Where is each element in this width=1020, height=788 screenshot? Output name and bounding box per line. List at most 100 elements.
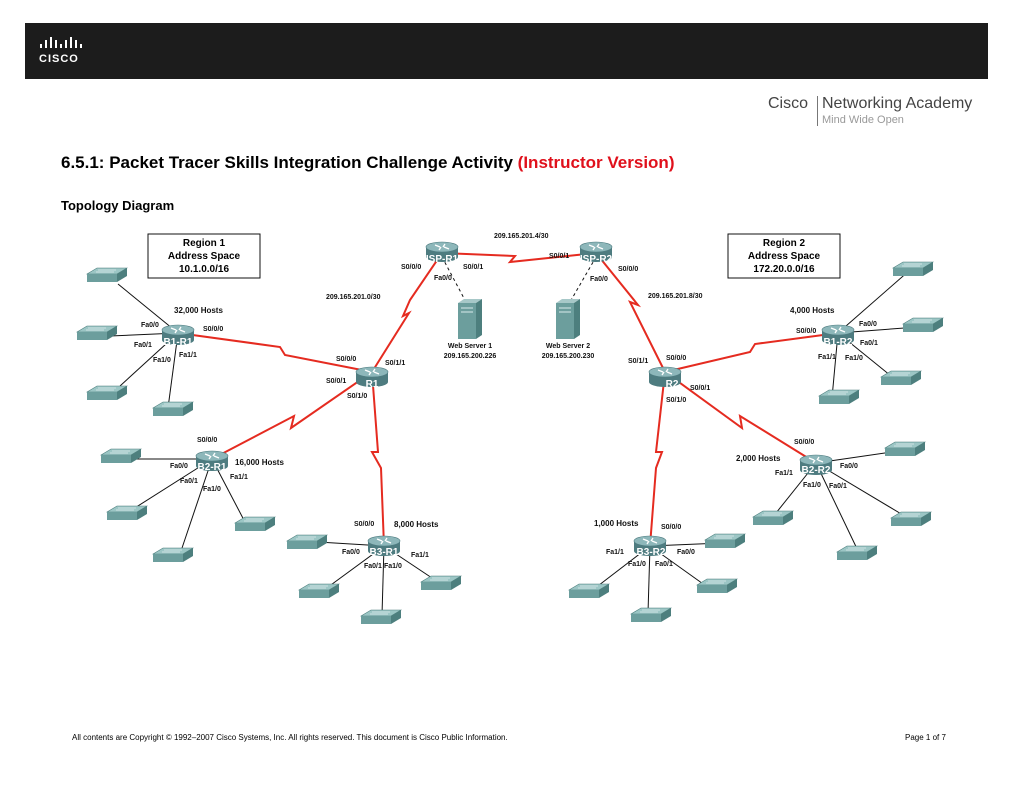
if-label: S0/0/0 — [401, 264, 421, 271]
cisco-logo: CISCO — [39, 37, 82, 65]
switch-icon — [360, 609, 402, 625]
server-labels: Web Server 1 209.165.200.226 Web Server … — [444, 343, 595, 360]
footer-copyright: All contents are Copyright © 1992–2007 C… — [72, 733, 508, 742]
server-links — [441, 256, 597, 303]
switch-icon — [704, 533, 746, 549]
region2-box: Region 2 Address Space 172.20.0.0/16 — [727, 233, 841, 279]
region2-space: 172.20.0.0/16 — [753, 264, 815, 275]
switch-icon — [86, 267, 128, 283]
if-label: S0/1/0 — [347, 393, 367, 400]
router-b3-r1-label: B3-R1 — [370, 547, 399, 558]
if-label: S0/0/1 — [463, 264, 483, 271]
footer-page-number: Page 1 of 7 — [905, 733, 946, 742]
web-server-1-name: Web Server 1 — [448, 343, 492, 350]
academy-product: Networking Academy — [822, 95, 973, 112]
title-main: 6.5.1: Packet Tracer Skills Integration … — [61, 153, 513, 172]
if-label: Fa1/0 — [628, 561, 646, 568]
cisco-wordmark: CISCO — [39, 53, 79, 65]
if-label: Fa0/1 — [829, 483, 847, 490]
router-r2-label: R2 — [666, 379, 679, 390]
if-label: S0/0/0 — [661, 524, 681, 531]
router-b2-r1-label: B2-R1 — [198, 462, 227, 473]
switch-icon — [630, 607, 672, 623]
hosts-b3-r1: 8,000 Hosts — [394, 520, 439, 529]
if-label: Fa1/1 — [818, 354, 836, 361]
if-label: S0/0/1 — [549, 253, 569, 260]
if-label: Fa0/1 — [180, 478, 198, 485]
router-isp-r1-label: ISP-R1 — [426, 254, 459, 265]
network-labels: 209.165.201.4/30 209.165.201.0/30 209.16… — [326, 233, 703, 301]
web-server-2-name: Web Server 2 — [546, 343, 590, 350]
switch-icon — [420, 575, 462, 591]
network-isp-link: 209.165.201.4/30 — [494, 233, 549, 240]
switch-icon — [86, 385, 128, 401]
if-label: Fa1/0 — [803, 482, 821, 489]
router-labels: ISP-R1 ISP-R2 R1 R2 B1-R1 B2-R1 B3-R1 B1… — [164, 254, 853, 558]
if-label: Fa0/0 — [677, 549, 695, 556]
hosts-b2-r1: 16,000 Hosts — [235, 458, 284, 467]
host-labels: 32,000 Hosts 16,000 Hosts 8,000 Hosts 4,… — [174, 306, 835, 529]
if-label: Fa1/1 — [775, 470, 793, 477]
if-label: S0/0/0 — [796, 328, 816, 335]
if-label: Fa1/1 — [606, 549, 624, 556]
hosts-b3-r2: 1,000 Hosts — [594, 519, 639, 528]
if-label: Fa0/1 — [655, 561, 673, 568]
if-label: Fa1/1 — [411, 552, 429, 559]
academy-divider — [817, 96, 818, 126]
web-server-1-ip: 209.165.200.226 — [444, 353, 497, 360]
if-label: S0/0/1 — [690, 385, 710, 392]
region1-box: Region 1 Address Space 10.1.0.0/16 — [147, 233, 261, 279]
if-label: Fa1/0 — [153, 357, 171, 364]
if-label: Fa0/0 — [859, 321, 877, 328]
router-isp-r2-label: ISP-R2 — [580, 254, 613, 265]
switch-icon — [152, 547, 194, 563]
region2-title: Region 2 — [763, 238, 806, 249]
region1-title: Region 1 — [183, 238, 226, 249]
switch-icon — [568, 583, 610, 599]
if-label: Fa0/1 — [364, 563, 382, 570]
switch-icon — [100, 448, 142, 464]
if-label: Fa0/0 — [840, 463, 858, 470]
if-label: Fa0/0 — [141, 322, 159, 329]
web-server-2-ip: 209.165.200.230 — [542, 353, 595, 360]
if-label: Fa0/0 — [434, 275, 452, 282]
switch-icon — [286, 534, 328, 550]
if-label: S0/0/0 — [354, 521, 374, 528]
if-label: Fa1/0 — [845, 355, 863, 362]
switch-icon — [696, 578, 738, 594]
switch-icon — [298, 583, 340, 599]
network-r2-isp: 209.165.201.8/30 — [648, 293, 703, 300]
routers — [161, 241, 855, 557]
if-label: S0/0/0 — [203, 326, 223, 333]
if-label: S0/0/0 — [336, 356, 356, 363]
if-label: Fa1/0 — [384, 563, 402, 570]
if-label: S0/0/0 — [197, 437, 217, 444]
serial-links — [177, 252, 839, 547]
web-server-2-icon — [555, 298, 581, 340]
if-label: Fa0/1 — [134, 342, 152, 349]
title-version: (Instructor Version) — [517, 153, 675, 172]
router-b1-r2-label: B1-R2 — [824, 337, 853, 348]
router-r1-label: R1 — [366, 379, 379, 390]
interface-labels: S0/0/0 S0/0/1 Fa0/0 S0/0/1 S0/0/0 Fa0/0 … — [134, 253, 878, 570]
if-label: S0/0/0 — [794, 439, 814, 446]
switch-icon — [884, 441, 926, 457]
switch-icon — [818, 389, 860, 405]
web-server-1-icon — [457, 298, 483, 340]
if-label: Fa1/1 — [179, 352, 197, 359]
if-label: Fa0/0 — [342, 549, 360, 556]
region2-subtitle: Address Space — [748, 251, 821, 262]
switch-icon — [880, 370, 922, 386]
if-label: Fa1/0 — [203, 486, 221, 493]
region1-subtitle: Address Space — [168, 251, 241, 262]
switch-icon — [152, 401, 194, 417]
header-bar — [25, 23, 988, 79]
switch-icon — [752, 510, 794, 526]
if-label: S0/1/0 — [666, 397, 686, 404]
switch-icon — [234, 516, 276, 532]
if-label: S0/1/1 — [628, 358, 648, 365]
router-b3-r2-label: B3-R2 — [637, 547, 666, 558]
network-r1-isp: 209.165.201.0/30 — [326, 294, 381, 301]
if-label: Fa0/0 — [170, 463, 188, 470]
switch-icon — [890, 511, 932, 527]
